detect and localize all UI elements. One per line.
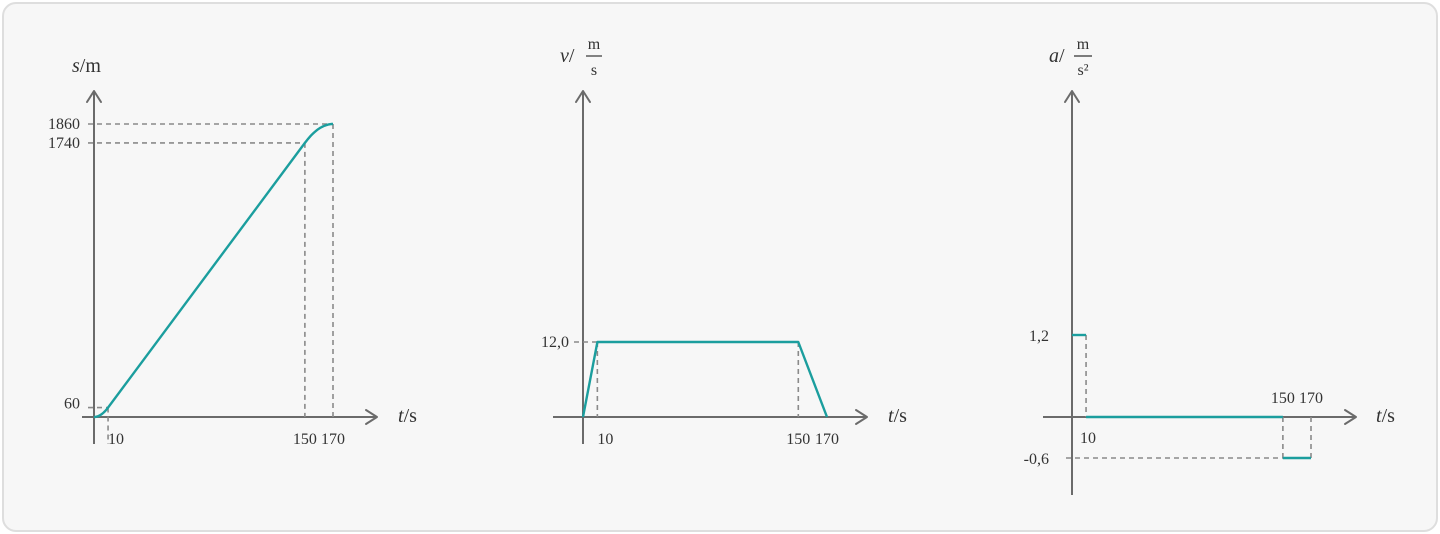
a-t-segments — [1072, 333, 1311, 460]
v-t-guides — [574, 341, 800, 417]
s-t-xlabel-unit: s — [409, 405, 417, 427]
v-t-xlabel-unit: s — [899, 405, 907, 427]
v-t-curve — [581, 340, 829, 418]
a-t-xlabel: t/s — [1376, 405, 1395, 427]
a-t-xtick-10: 10 — [1080, 430, 1096, 447]
s-t-xtick-150: 150 — [293, 431, 317, 448]
a-t-y-axis-arrow — [1064, 90, 1080, 103]
s-t-ytick-1740: 1740 — [48, 135, 80, 152]
a-t-x-axis-arrow — [1344, 409, 1357, 425]
s-t-curve — [93, 122, 333, 419]
a-t-xlabel-var: t — [1376, 405, 1382, 427]
a-t-xtick-150: 150 — [1271, 390, 1295, 407]
a-t-ylabel-var: a — [1049, 45, 1059, 67]
s-t-ylabel-var: s — [72, 55, 80, 77]
v-t-ylabel-unit-num: m — [588, 36, 601, 53]
v-t-ylabel-unit-den: s — [591, 62, 597, 79]
v-t-ytick-12: 12,0 — [541, 334, 569, 351]
a-t-ylabel-unit-num: m — [1077, 36, 1090, 53]
chart-v-t: 10 150 170 12,0 v/ m s t/s — [541, 36, 907, 448]
v-t-ylabel-var: v — [560, 45, 569, 67]
a-t-guides — [1066, 335, 1312, 459]
a-t-xtick-170: 170 — [1299, 390, 1323, 407]
v-t-ylabel: v/ — [560, 45, 575, 67]
s-t-ytick-1860: 1860 — [48, 116, 80, 133]
v-t-xtick-170: 170 — [815, 431, 839, 448]
s-t-ylabel-unit: m — [85, 55, 101, 77]
v-t-y-axis-arrow — [575, 90, 591, 103]
s-t-xlabel-var: t — [398, 405, 404, 427]
v-t-ticks: 10 150 170 12,0 — [541, 334, 839, 448]
a-t-ylabel: a/ — [1049, 45, 1065, 67]
v-t-xtick-150: 150 — [786, 431, 810, 448]
v-t-xtick-10: 10 — [597, 431, 613, 448]
a-t-ytick-pos: 1,2 — [1029, 328, 1049, 345]
v-t-x-axis-arrow — [855, 409, 868, 425]
a-t-ylabel-unit-den: s² — [1077, 62, 1088, 79]
s-t-guides — [88, 123, 334, 444]
a-t-ytick-neg: -0,6 — [1024, 451, 1049, 468]
s-t-y-axis-arrow — [86, 90, 102, 103]
s-t-ylabel: s/m — [72, 55, 101, 77]
a-t-xlabel-unit: s — [1387, 405, 1395, 427]
s-t-x-axis-arrow — [365, 409, 378, 425]
s-t-xtick-170: 170 — [321, 431, 345, 448]
s-t-xtick-10: 10 — [108, 431, 124, 448]
v-t-xlabel: t/s — [888, 405, 907, 427]
s-t-xlabel: t/s — [398, 405, 417, 427]
v-t-xlabel-var: t — [888, 405, 894, 427]
s-t-ytick-60: 60 — [64, 396, 80, 413]
